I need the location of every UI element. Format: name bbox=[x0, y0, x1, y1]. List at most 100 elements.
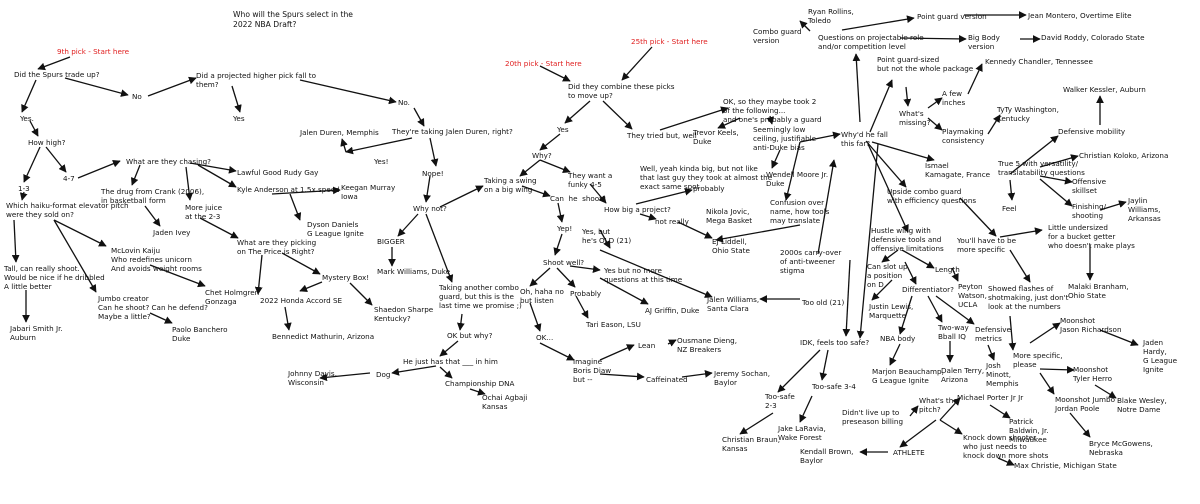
node-another-guard: Taking another combo guard, but this is … bbox=[439, 283, 522, 310]
connector-arrow bbox=[799, 131, 841, 143]
node-pg-version: Point guard version bbox=[917, 12, 987, 21]
node-confusion: Confusion over name, how tools may trans… bbox=[770, 198, 830, 225]
connector-arrow bbox=[340, 138, 348, 153]
connector-arrow bbox=[639, 213, 657, 221]
node-more-specific2: More specific, please bbox=[1013, 351, 1063, 369]
connector-arrow bbox=[564, 100, 591, 124]
node-probably: probably bbox=[693, 184, 725, 193]
node-off-skillset: Offensive skillset bbox=[1072, 177, 1107, 195]
node-1-3: 1-3 bbox=[18, 184, 30, 193]
node-def-metrics: Defensive metrics bbox=[975, 325, 1011, 343]
node-wendell: Wendell Moore Jr. Duke bbox=[766, 170, 829, 188]
node-duren-q: They're taking Jalen Duren, right? bbox=[392, 127, 513, 136]
node-paolo: Paolo Banchero Duke bbox=[172, 325, 228, 343]
node-ok-why: OK but why? bbox=[447, 331, 493, 340]
connector-arrow bbox=[842, 259, 851, 337]
node-walker: Walker Kessler, Auburn bbox=[1063, 85, 1146, 94]
connector-arrow bbox=[45, 146, 67, 173]
node-too-old: Too old (21) bbox=[802, 298, 845, 307]
connector-arrow bbox=[659, 106, 729, 131]
node-jake: Jake LaRavia, Wake Forest bbox=[778, 424, 826, 442]
connector-arrow bbox=[289, 193, 302, 221]
node-david: David Roddy, Colorado State bbox=[1041, 33, 1145, 42]
node-why: Why? bbox=[532, 151, 552, 160]
connector-arrow bbox=[37, 56, 71, 71]
connector-arrow bbox=[599, 372, 645, 381]
connector-arrow bbox=[1099, 200, 1127, 211]
node-mystery-box: Mystery Box! bbox=[322, 273, 370, 282]
node-chasing: What are they chasing? bbox=[126, 157, 211, 166]
node-bigger: BIGGER bbox=[377, 237, 405, 246]
node-fall-far: Why'd he fall this far? bbox=[841, 130, 888, 148]
node-dog: Dog bbox=[376, 370, 391, 379]
node-old: Yes, but he's OLD (21) bbox=[582, 227, 632, 245]
node-low-ceiling: Seemingly low ceiling, justifiable anti-… bbox=[753, 125, 817, 152]
node-projectable: Questions on projectable role and/or com… bbox=[818, 33, 924, 51]
node-combo-version: Combo guard version bbox=[753, 27, 802, 45]
connector-arrow bbox=[989, 404, 1011, 419]
connector-arrow bbox=[575, 295, 589, 319]
connector-arrow bbox=[677, 221, 713, 239]
connector-arrow bbox=[19, 191, 28, 201]
connector-arrow bbox=[681, 370, 713, 378]
connector-arrow bbox=[935, 295, 975, 325]
node-few-inches: A few inches bbox=[942, 89, 966, 107]
node-blake: Blake Wesley, Notre Dame bbox=[1117, 396, 1167, 414]
node-imagine: Imagine Boris Diaw but -- bbox=[573, 357, 612, 384]
connector-arrow bbox=[130, 164, 141, 186]
node-kyle: Kyle Anderson at 1.5x speed bbox=[237, 185, 340, 194]
node-johnny: Johnny Davis, Wisconsin bbox=[288, 369, 337, 387]
connector-arrow bbox=[53, 219, 97, 293]
node-hustle: Hustle wing with defensive tools and off… bbox=[871, 226, 944, 253]
node-why-not: Why not? bbox=[413, 204, 447, 213]
connector-arrow bbox=[21, 79, 37, 113]
connector-arrow bbox=[927, 117, 943, 131]
connector-arrow bbox=[189, 162, 237, 174]
connector-arrow bbox=[909, 405, 919, 417]
node-ok-dots: OK... bbox=[536, 333, 554, 342]
node-chet: Chet Holmgren Gonzaga bbox=[205, 288, 260, 306]
connector-arrow bbox=[899, 34, 967, 43]
start-25th: 25th pick - Start here bbox=[631, 37, 708, 46]
connector-arrow bbox=[349, 282, 373, 306]
connector-arrow bbox=[539, 342, 575, 361]
node-feel: Feel bbox=[1002, 204, 1017, 213]
node-athlete: ATHLETE bbox=[893, 448, 925, 457]
node-playmaking: Playmaking consistency bbox=[942, 127, 985, 145]
node-more-juice: More juice at the 2-3 bbox=[185, 203, 223, 221]
node-too-safe-34: Too-safe 3-4 bbox=[812, 382, 856, 391]
node-probably2: Probably bbox=[570, 289, 602, 298]
connector-arrow bbox=[254, 254, 263, 295]
connector-arrow bbox=[439, 340, 459, 357]
node-bryce: Bryce McGowens, Nebraska bbox=[1089, 439, 1153, 457]
connector-arrow bbox=[599, 344, 635, 361]
connector-arrow bbox=[899, 419, 937, 448]
connector-arrow bbox=[11, 219, 20, 263]
connector-arrow bbox=[871, 141, 935, 162]
node-how-high: How high? bbox=[28, 138, 66, 147]
node-haha: Oh, haha no but listen bbox=[520, 287, 564, 305]
connector-arrow bbox=[599, 229, 611, 249]
node-no: No bbox=[132, 92, 142, 101]
node-upside-combo: Upside combo guard with efficiency quest… bbox=[887, 187, 977, 205]
connector-arrow bbox=[927, 97, 943, 109]
node-nba-body: NBA body bbox=[880, 334, 916, 343]
connector-arrow bbox=[898, 295, 913, 335]
node-jumbo: Jumbo creator Can he shoot? Can he defen… bbox=[98, 294, 208, 321]
node-haiku: Which haiku-format elevator pitch were t… bbox=[6, 201, 129, 219]
connector-arrow bbox=[856, 143, 879, 339]
node-marjon: Marjon Beauchamp, G League Ignite bbox=[872, 367, 944, 385]
node-combine: Did they combine these picks to move up? bbox=[568, 82, 675, 100]
node-aj: AJ Griffin, Duke bbox=[645, 306, 700, 315]
node-differentiator: Differentiator? bbox=[902, 285, 954, 294]
connector-arrow bbox=[967, 63, 983, 95]
node-ej: EJ Liddell, Ohio State bbox=[712, 237, 750, 255]
node-pg-sized: Point guard-sized but not the whole pack… bbox=[877, 55, 974, 73]
node-tried: They tried but, well bbox=[627, 131, 697, 140]
connector-arrow bbox=[1039, 154, 1079, 168]
connector-arrow bbox=[1039, 175, 1073, 185]
connector-arrow bbox=[144, 205, 161, 227]
node-moonshot-jr: Moonshot Jason Richardson bbox=[1060, 316, 1122, 334]
connector-arrow bbox=[521, 185, 551, 198]
